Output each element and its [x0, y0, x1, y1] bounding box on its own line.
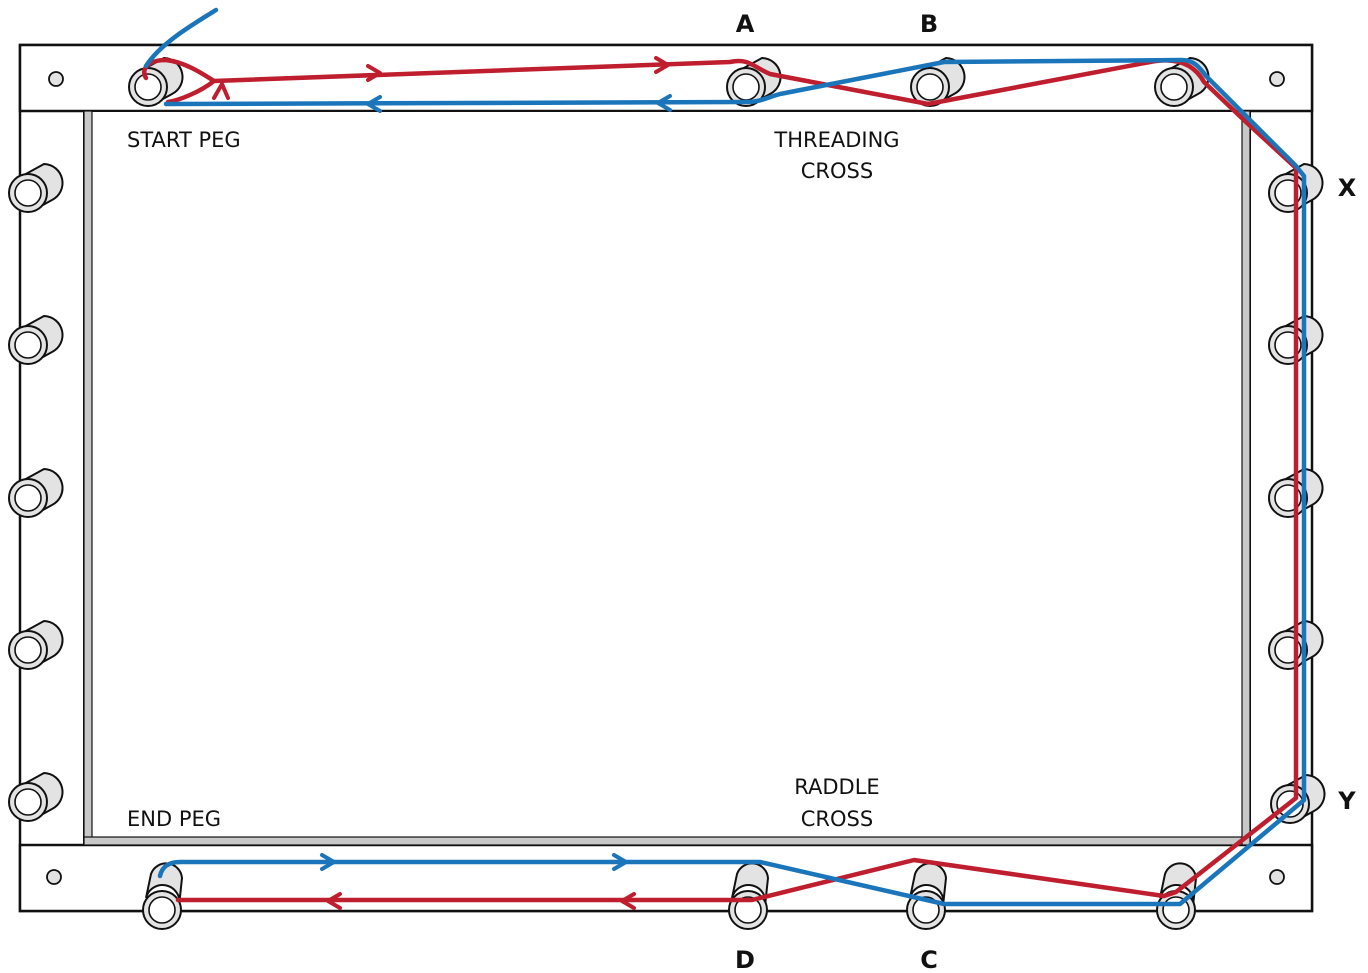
red-arrow-4	[326, 892, 342, 910]
start-peg-label: START PEG	[127, 128, 241, 152]
blue-arrow-4	[612, 853, 628, 871]
peg-b-letter: B	[920, 10, 938, 38]
frame	[18, 43, 1314, 913]
peg-a-letter: A	[736, 10, 755, 38]
raddle-cross-label-1: RADDLE	[794, 775, 879, 799]
peg-x-letter: X	[1338, 174, 1357, 202]
screw-top-left	[48, 71, 64, 87]
screw-bottom-right	[1269, 869, 1285, 885]
blue-arrow-2	[656, 94, 672, 112]
threading-cross-label-1: THREADING	[773, 128, 899, 152]
peg-d-letter: D	[735, 946, 755, 973]
red-arrow-3	[620, 892, 636, 910]
red-arrow-start	[212, 82, 230, 100]
left-shade	[83, 110, 93, 846]
inner-panel	[83, 110, 1251, 846]
blue-thread-path	[143, 7, 1307, 907]
end-peg-label: END PEG	[127, 807, 221, 831]
screw-top-right	[1269, 71, 1285, 87]
red-arrow-1	[366, 64, 382, 82]
threading-cross-label-2: CROSS	[801, 159, 873, 183]
peg-c-letter: C	[920, 946, 938, 973]
blue-thread	[143, 7, 1307, 907]
red-arrow-2	[654, 56, 670, 74]
peg-y-letter: Y	[1337, 787, 1356, 815]
blue-arrow-1	[366, 95, 382, 113]
labels: START PEG END PEG THREADING CROSS RADDLE…	[127, 10, 1357, 973]
right-shade	[1241, 110, 1251, 846]
screw-bottom-left	[46, 869, 62, 885]
raddle-cross-label-2: CROSS	[801, 807, 873, 831]
bottom-shade	[83, 836, 1251, 846]
blue-arrow-3	[320, 853, 336, 871]
